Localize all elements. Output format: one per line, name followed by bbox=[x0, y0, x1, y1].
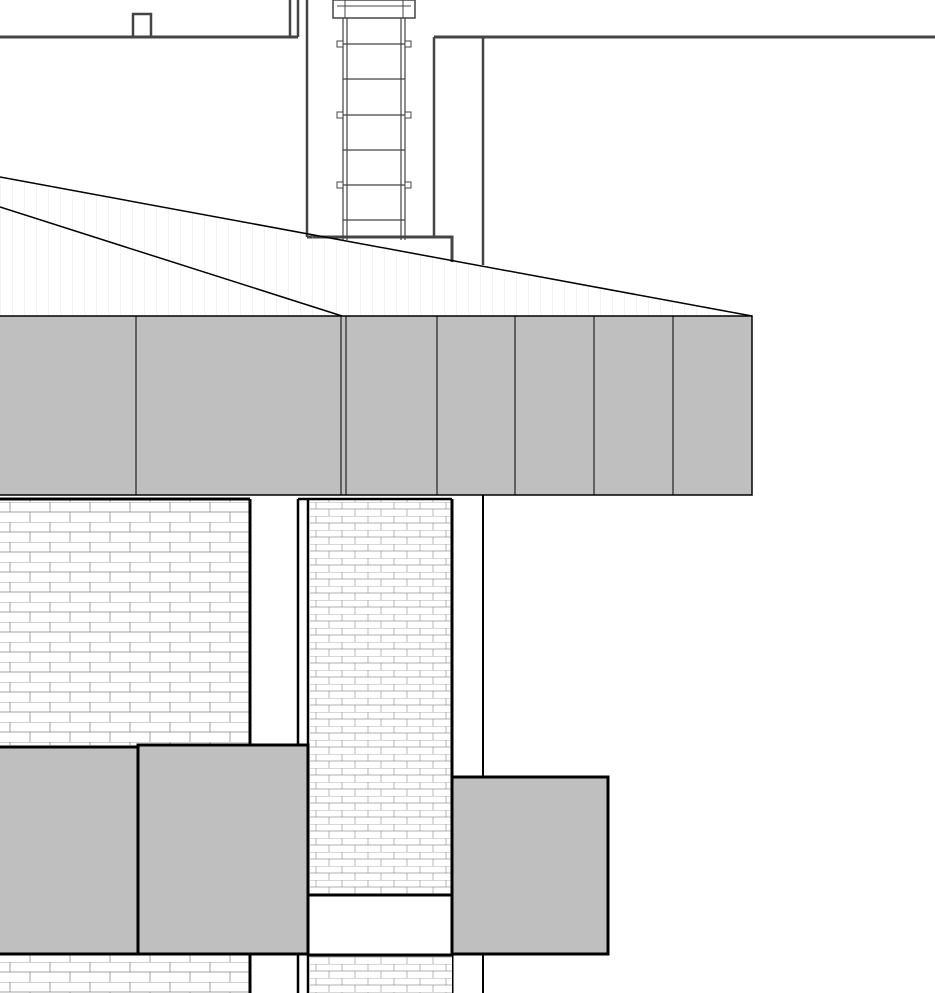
lower-panel-right bbox=[450, 775, 610, 956]
brick-pier-center bbox=[296, 497, 454, 993]
service-shaft bbox=[305, 0, 485, 265]
fascia-panel-band bbox=[0, 315, 753, 496]
upper-parapet bbox=[0, 0, 935, 39]
lower-panel-middle bbox=[136, 743, 310, 956]
lower-panel-left bbox=[0, 745, 140, 956]
brick-wall-left bbox=[0, 497, 252, 993]
access-ladder bbox=[332, 0, 416, 240]
sloped-roof bbox=[0, 176, 753, 317]
